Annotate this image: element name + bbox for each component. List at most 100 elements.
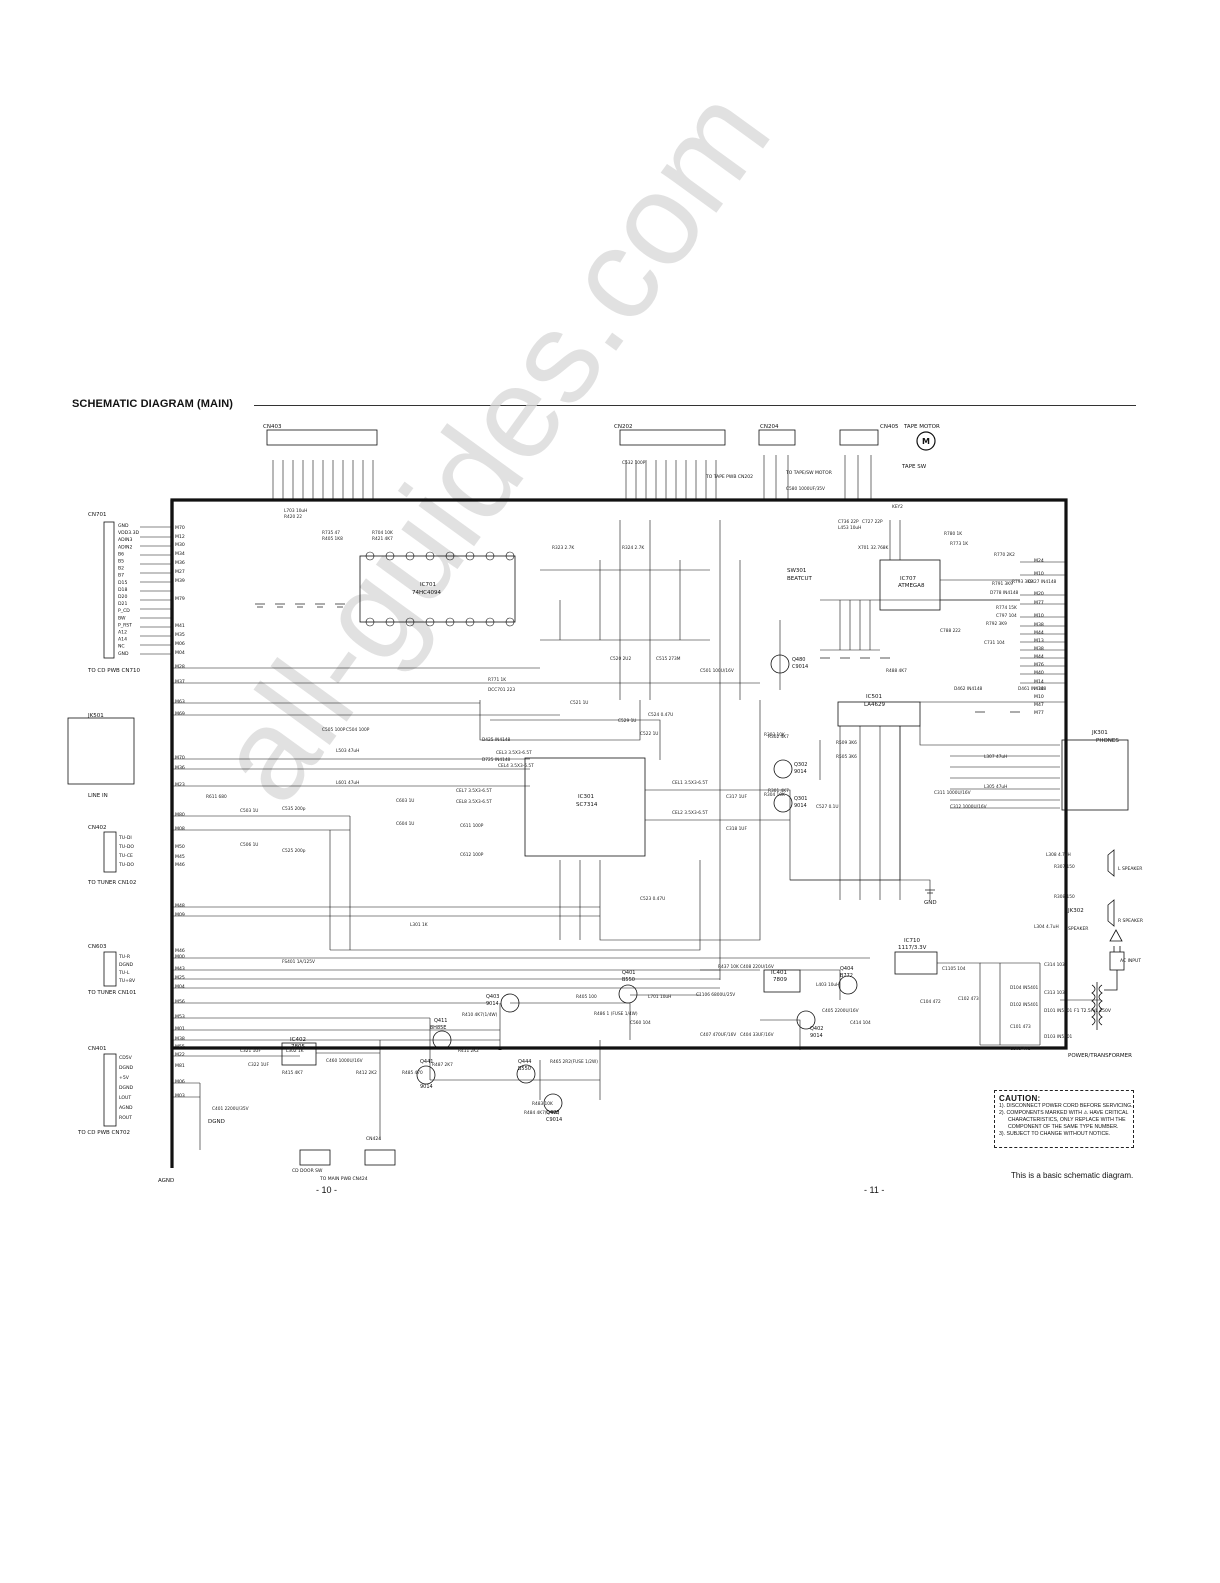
right-bus-rail-label: M44 <box>1034 630 1044 636</box>
bus-rail-label: M01 <box>175 1026 185 1032</box>
cn701-pin-labels: GNDVDD3.3DADIN3ADIN2B6B5B2B7D15D18D20D21… <box>118 523 140 657</box>
component-value-label: D778 IN4148 <box>990 590 1019 596</box>
component-value-label: R304 10K <box>764 792 785 798</box>
component-value-label: C580 1000UF/35V <box>786 486 825 492</box>
component-value-label: C102 473 <box>958 996 979 1002</box>
component-value-label: L304 4.7uH <box>1034 924 1059 930</box>
ic701-body <box>359 555 516 623</box>
q403-part: 9014 <box>486 1001 499 1007</box>
q402-ref: Q402 <box>810 1026 823 1032</box>
ic501-part: LA4629 <box>864 702 885 708</box>
component-value-label: C527 0.1U <box>816 804 839 810</box>
bus-rail-label: M28 <box>175 664 185 670</box>
right-bus-rail-label: M14 <box>1034 679 1044 685</box>
component-value-label: C503 1U <box>240 808 258 814</box>
sw301-label: SW301 <box>787 568 806 574</box>
bus-rail-label: M00 <box>175 954 185 960</box>
cn701-pin-label: NC <box>118 644 125 650</box>
transistor-symbols <box>416 654 858 1113</box>
component-value-label: CEL7 3.5X3-6.5T <box>456 788 492 794</box>
cn405-block <box>839 429 879 446</box>
cd-door-sw-label: CD DOOR SW <box>292 1168 323 1174</box>
cn202-label: CN202 <box>614 424 632 430</box>
right-signal-lines <box>920 561 1066 809</box>
component-value-label: C603 1U <box>396 798 414 804</box>
right-bus-rail-label: M10 <box>1034 571 1044 577</box>
q444-ref: Q444 <box>518 1059 531 1065</box>
component-value-label: R324 2.7K <box>622 545 644 551</box>
cn701-pin-label: A14 <box>118 637 127 643</box>
component-value-label: D461 IN4148 <box>1018 686 1047 692</box>
cn202-caption: TO TAPE PWB CN202 <box>705 474 753 480</box>
component-value-label: R437 10K <box>718 964 739 970</box>
top-connector-wires <box>272 455 872 500</box>
cn424-caption: TO MAIN PWB CN424 <box>319 1176 368 1182</box>
component-value-label: C318 1UF <box>726 826 747 832</box>
bus-rail-label: M81 <box>175 1063 185 1069</box>
bus-rail-label: M46 <box>175 862 185 868</box>
component-value-label: KEY2 <box>892 504 903 510</box>
component-value-label: R485 470 <box>402 1070 423 1076</box>
component-value-label: C611 100P <box>460 823 484 829</box>
q480-ref: Q480 <box>792 657 805 663</box>
component-value-label: L301 1K <box>410 922 428 928</box>
left-speaker-symbol <box>1107 849 1115 877</box>
caution-line-1: 1). DISCONNECT POWER CORD BEFORE SERVICI… <box>999 1103 1133 1109</box>
cn701-pin-label: B2 <box>118 566 124 572</box>
caution-line-2: 2). COMPONENTS MARKED WITH ⚠ HAVE CRITIC… <box>999 1110 1129 1116</box>
component-value-label: L403 10uH <box>816 982 839 988</box>
component-value-label: R302 4K7 <box>768 734 789 740</box>
cn402-label: CN402 <box>88 825 106 831</box>
cn402-pin-label: TU-DO <box>118 862 134 868</box>
jk302-caption: SPEAKER <box>1068 926 1088 932</box>
jk501-label: JK501 <box>87 713 104 719</box>
cn401-label: CN401 <box>88 1046 106 1052</box>
caution-heading: CAUTION: <box>999 1094 1041 1103</box>
jk501-block <box>67 717 135 785</box>
component-value-label: R780 1K <box>944 531 962 537</box>
ic402-part: 7805 <box>291 1044 305 1050</box>
cn403-label: CN403 <box>263 424 282 430</box>
right-bus-rail-label: M77 <box>1034 710 1044 716</box>
gnd-label: GND <box>924 900 937 906</box>
component-value-label: D102 IN5401 <box>1010 1002 1039 1008</box>
left-signal-lines <box>140 526 870 1098</box>
transistor-labels: Q480 C9014 Q302 9014 Q301 9014 Q401 B550… <box>420 657 853 1123</box>
ic401-body <box>763 969 801 993</box>
component-value-label: R421 4K7 <box>372 536 393 542</box>
bus-rail-label: M45 <box>175 854 185 860</box>
cn401-pin-label: AGND <box>119 1105 133 1111</box>
component-value-label: C524 0.47U <box>648 712 673 718</box>
ic501-body <box>837 701 921 727</box>
beatcut-label: BEATCUT <box>787 576 812 582</box>
right-bus-rail-label: M44 <box>1034 654 1044 660</box>
page-title: SCHEMATIC DIAGRAM (MAIN) <box>72 398 234 410</box>
bus-rail-label: M23 <box>175 782 185 788</box>
cn701-pin-label: A12 <box>118 630 127 636</box>
bus-rail-label: M70 <box>175 755 185 761</box>
transistor-q444 <box>516 1064 536 1084</box>
component-value-label: R415 4K7 <box>282 1070 303 1076</box>
component-value-label: FS401 1A/125V <box>282 959 315 965</box>
component-value-label: C788 222 <box>940 628 961 634</box>
transistor-q402 <box>796 1010 816 1030</box>
ic710-body <box>894 951 938 975</box>
bus-rail-label: M38 <box>175 1036 185 1042</box>
cd-door-block <box>364 1149 396 1166</box>
right-bus-rail-label: M20 <box>1034 591 1044 597</box>
right-bus-rail-label: M47 <box>1034 702 1044 708</box>
component-value-label: R308 150 <box>1054 894 1075 900</box>
bus-rail-label: M39 <box>175 578 185 584</box>
bus-rail-label: M36 <box>175 560 185 566</box>
cn701-pin-label: B6 <box>118 551 124 557</box>
cn603-pin-label: TU+8V <box>118 978 136 984</box>
q444-part: B550 <box>518 1066 531 1072</box>
q302-part: 9014 <box>794 769 807 775</box>
component-value-label: R770 2K2 <box>994 552 1015 558</box>
q404-ref: Q404 <box>840 966 853 972</box>
bus-rail-label: M53 <box>175 1014 185 1020</box>
bus-rail-label: M34 <box>175 551 185 557</box>
cn701-pin-label: GND <box>118 651 129 657</box>
cn701-pin-label: D21 <box>118 601 127 607</box>
component-value-label: C322 1UF <box>248 1062 269 1068</box>
